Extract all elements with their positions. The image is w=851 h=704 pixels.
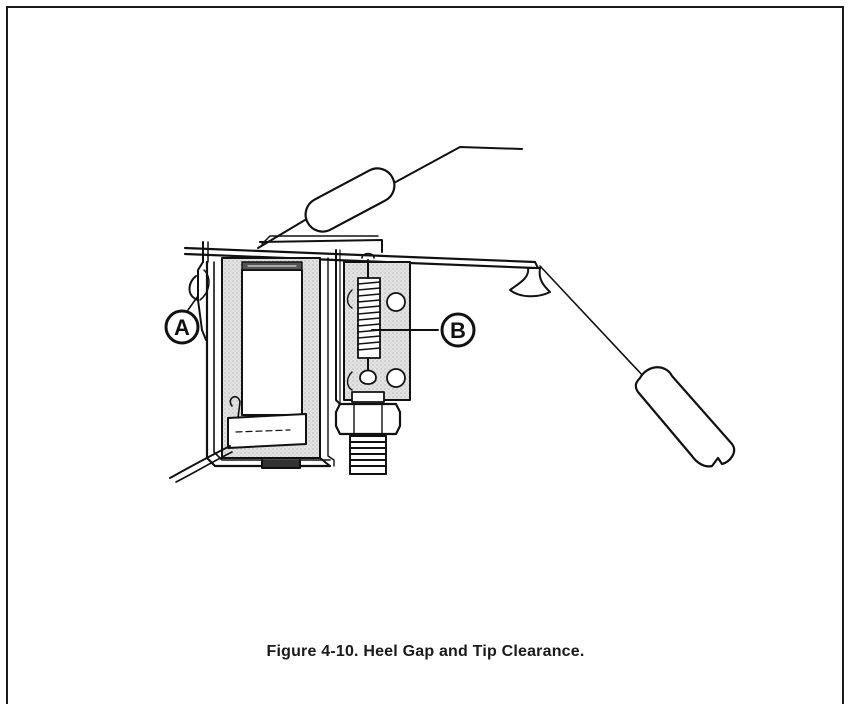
- lower-capsule: [634, 366, 736, 468]
- figure-frame: [6, 6, 844, 704]
- callout-a-leader: [187, 295, 199, 311]
- lower-lead-wire: [539, 265, 646, 379]
- callout-b-label: B: [450, 318, 466, 343]
- callout-a: A: [164, 309, 200, 345]
- callout-a-label: A: [174, 315, 190, 340]
- figure-caption: Figure 4-10. Heel Gap and Tip Clearance.: [266, 643, 585, 660]
- adjustment-screw: [334, 391, 402, 475]
- yoke-top: [259, 239, 383, 253]
- armature-tip: [509, 267, 551, 298]
- callout-b: B: [440, 312, 476, 348]
- upper-lead-wire: [257, 219, 306, 249]
- armature-bar: [183, 246, 537, 264]
- return-spring: [357, 252, 381, 385]
- upper-wire-end: [391, 146, 523, 185]
- heel-pin: [197, 241, 207, 341]
- upper-capsule: [304, 167, 396, 233]
